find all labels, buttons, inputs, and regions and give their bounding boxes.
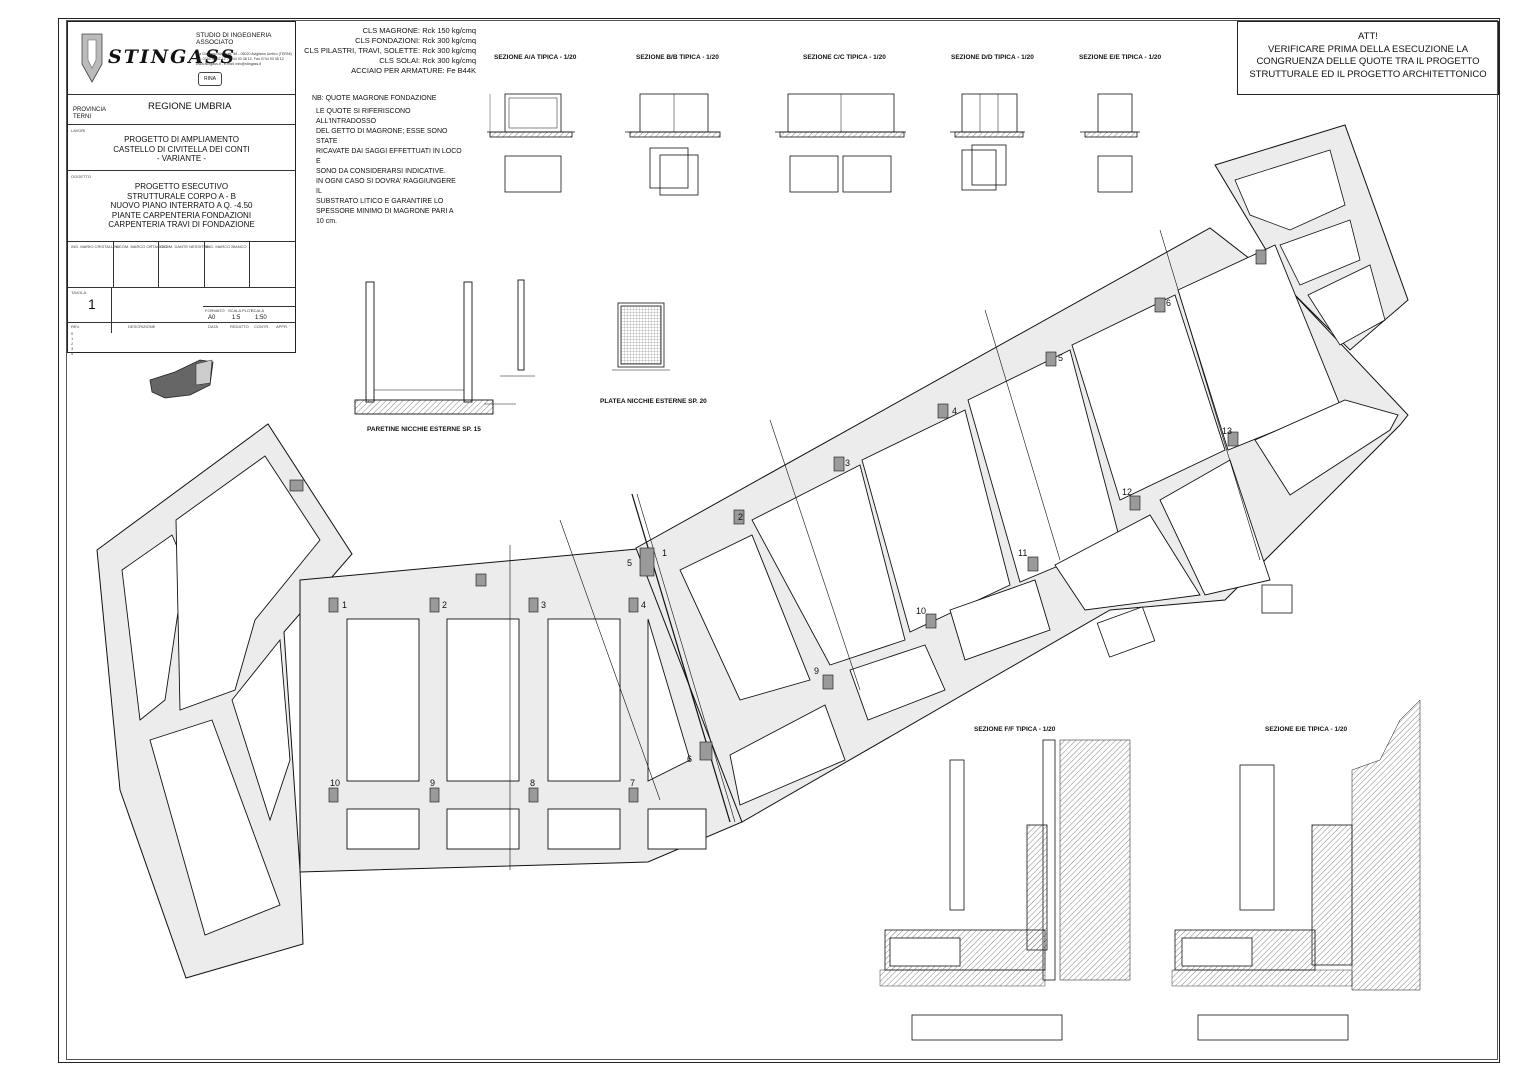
scala-value: 1:50 [255, 315, 267, 321]
pillar-label: 9 [814, 666, 819, 676]
pillar-label: 5 [1058, 353, 1063, 363]
section-title-dd: SEZIONE D/D TIPICA - 1/20 [951, 54, 1034, 61]
section-ee [1080, 93, 1140, 193]
section-title-aa: SEZIONE A/A TIPICA - 1/20 [494, 54, 577, 61]
section-title-ff-bottom: SEZIONE F/F TIPICA - 1/20 [974, 726, 1056, 733]
materials-list: CLS MAGRONE: Rck 150 kg/cmq CLS FONDAZIO… [304, 26, 476, 75]
pillar-label: 3 [845, 458, 850, 468]
object-row: OGGETTO PROGETTO ESECUTIVO STRUTTURALE C… [68, 170, 295, 236]
pillars [289, 249, 1267, 803]
object-title: PROGETTO ESECUTIVO STRUTTURALE CORPO A -… [108, 182, 255, 229]
caption-walls: PARETINE NICCHIE ESTERNE SP. 15 [367, 426, 481, 433]
section-bb [625, 93, 721, 196]
studio-name: STUDIO DI INGEGNERIA ASSOCIATO [196, 32, 272, 46]
pillar-label: 4 [641, 600, 646, 610]
studio-address: Via Giacomo Matteotti, 58 - 05020 Avigli… [196, 52, 292, 66]
formato-value: A0 [208, 315, 216, 321]
logo-text: STINGASS [108, 46, 237, 68]
pillar-label: 6 [1166, 298, 1171, 308]
pillar-label: 7 [630, 778, 635, 788]
section-dd [950, 93, 1025, 191]
plan-right-wing [635, 124, 1409, 823]
signature-row: ING. MARIO CRISTALLINI GEOM. MARCO ORTAG… [68, 241, 295, 288]
wall-niche-details [354, 279, 535, 415]
project-title: PROGETTO DI AMPLIAMENTO CASTELLO DI CIVI… [113, 135, 250, 163]
scala-plot-value: 1:5 [232, 315, 241, 321]
logo: STINGASS [72, 26, 234, 94]
project-row: LAVORI PROGETTO DI AMPLIAMENTO CASTELLO … [68, 124, 295, 170]
pillar-label: 9 [430, 778, 435, 788]
section-title-ee-bottom: SEZIONE E/E TIPICA - 1/20 [1265, 726, 1348, 733]
pillar-label: 11 [1018, 548, 1027, 558]
pillar-label: 2 [738, 512, 743, 522]
key-plan-thumbnail [149, 359, 214, 399]
section-title-ee: SEZIONE E/E TIPICA - 1/20 [1079, 54, 1162, 61]
title-block: STINGASS STUDIO DI INGEGNERIA ASSOCIATO … [67, 21, 296, 356]
section-ee-detail [1171, 699, 1421, 1041]
pillar-label: 10 [330, 778, 340, 788]
section-cc [775, 93, 906, 193]
pillar-label: 5 [627, 558, 632, 568]
pillar-label: 8 [530, 778, 535, 788]
revision-table: REV. DESCRIZIONE DATA REDATTO CONTR. APP… [68, 322, 295, 356]
pillar-labels: 1 2 3 4 10 9 8 7 5 6 1 2 3 4 5 6 9 10 11… [330, 298, 1232, 788]
pillar-label: 2 [442, 600, 447, 610]
pillar-label: 3 [541, 600, 546, 610]
sheet-info-row: TAVOLA 1 FORMATO SCALA PLOT SCALA A0 1:5… [68, 287, 296, 333]
pillar-label: 4 [952, 406, 957, 416]
logo-mark-icon [81, 33, 103, 83]
drawing-sheet [58, 18, 1500, 1063]
section-title-cc: SEZIONE C/C TIPICA - 1/20 [803, 54, 886, 61]
regione: REGIONE UMBRIA [148, 101, 232, 112]
section-aa [487, 93, 575, 193]
pillar-label: 13 [1222, 426, 1232, 436]
pillar-label: 1 [662, 548, 667, 558]
cert-badge: RINA [198, 72, 222, 86]
section-cut-lines [509, 229, 1261, 870]
plan-left-wing [96, 423, 353, 979]
foundation-note: NB: QUOTE MAGRONE FONDAZIONE LE QUOTE SI… [312, 95, 462, 225]
warning-box: ATT! VERIFICARE PRIMA DELLA ESECUZIONE L… [1237, 21, 1499, 95]
region-row: PROVINCIA TERNI REGIONE UMBRIA [68, 94, 295, 120]
slab-niche-detail [612, 302, 670, 371]
pillar-label: 12 [1122, 487, 1132, 497]
provincia: PROVINCIA TERNI [73, 107, 107, 120]
section-ff-detail [879, 739, 1131, 1041]
section-title-bb: SEZIONE B/B TIPICA - 1/20 [636, 54, 719, 61]
pillar-label: 10 [916, 606, 926, 616]
pillar-label: 6 [687, 754, 692, 764]
caption-slab: PLATEA NICCHIE ESTERNE SP. 20 [600, 398, 707, 405]
pillar-label: 1 [342, 600, 347, 610]
tavola-number: 1 [88, 296, 96, 312]
